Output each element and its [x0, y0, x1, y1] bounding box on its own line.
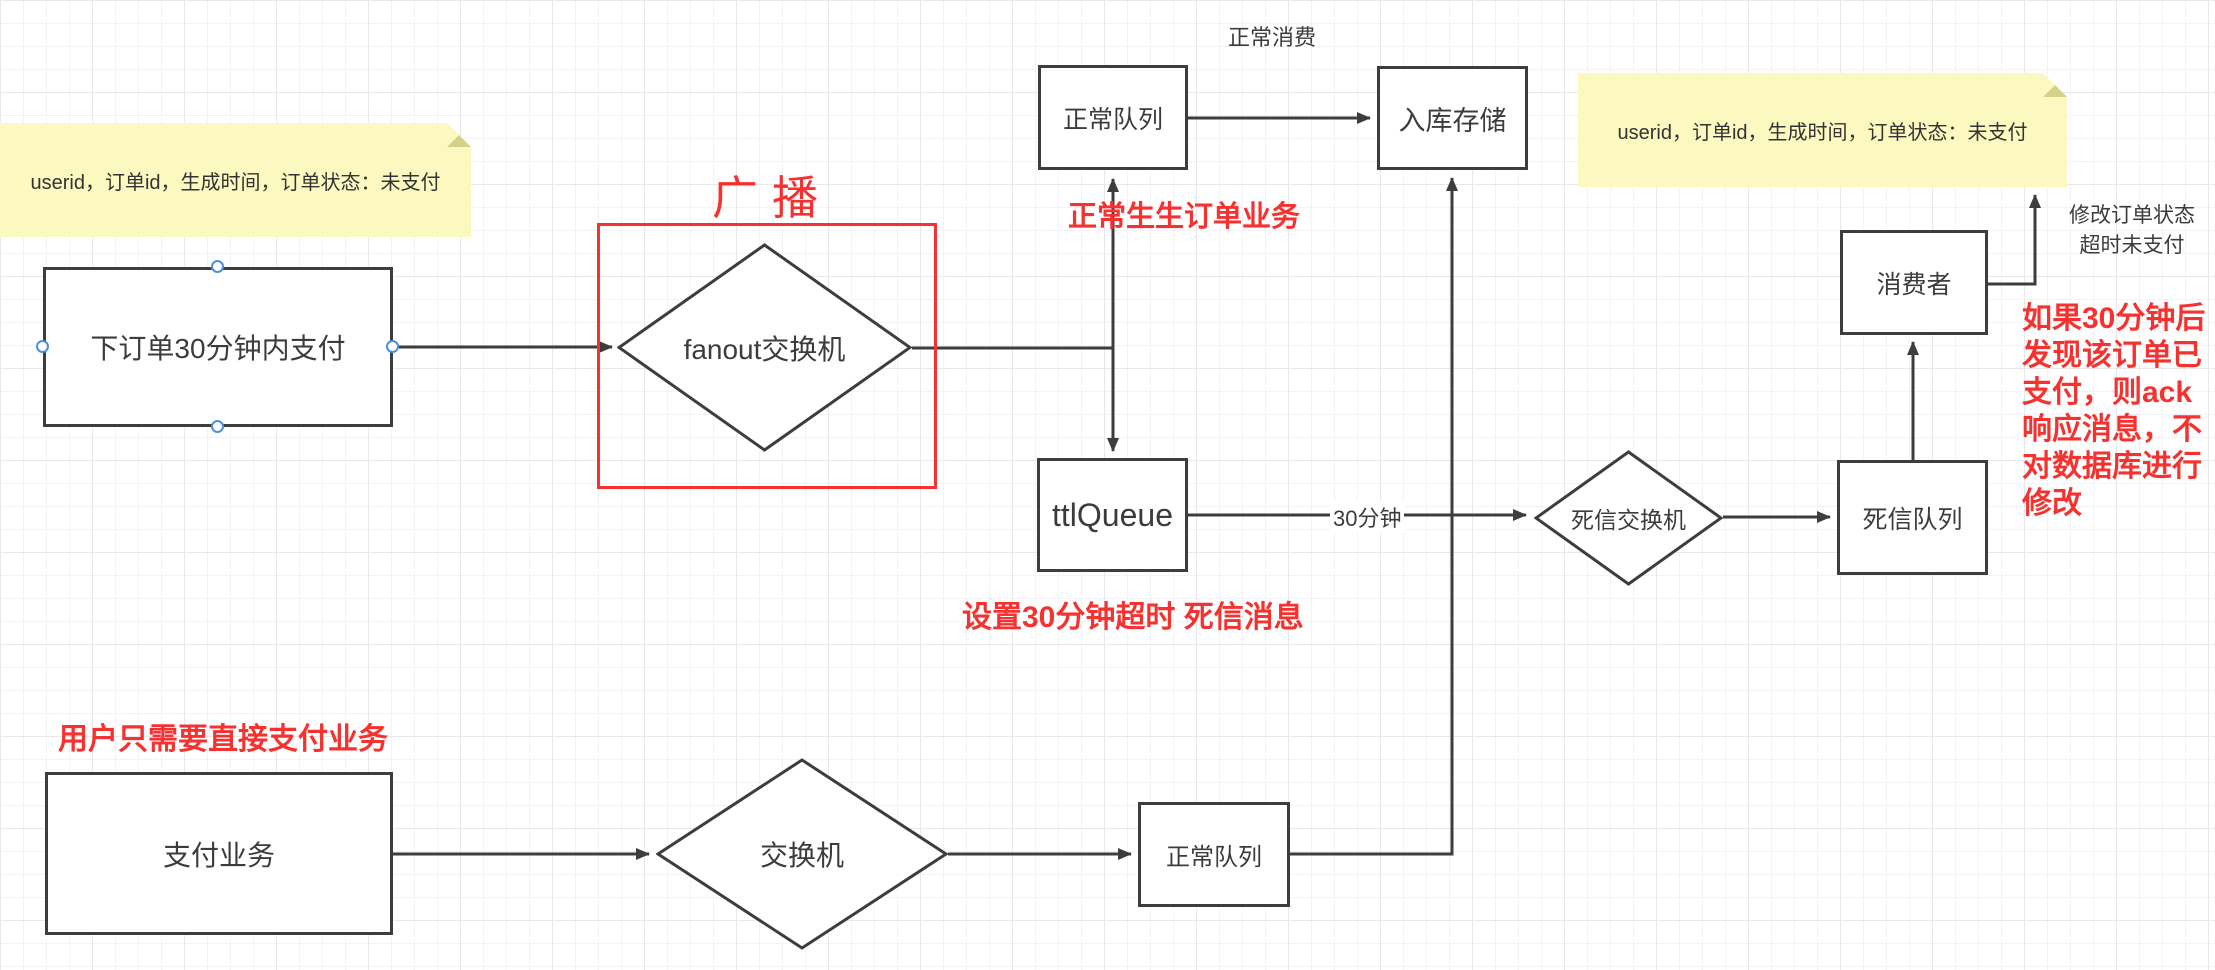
ttl-queue-label: ttlQueue [1052, 496, 1173, 533]
dead-letter-exchange-diamond[interactable]: 死信交换机 [1534, 450, 1723, 586]
ttl-queue-box[interactable]: ttlQueue [1037, 458, 1188, 572]
red-note-ack-block[interactable]: 如果30分钟后 发现该订单已 支付，则ack 响应消息，不 对数据库进行 修改 [2022, 300, 2205, 522]
normal-consume-label[interactable]: 正常消费 [1228, 25, 1317, 50]
consumer-box-label: 消费者 [1876, 270, 1952, 299]
normal-queue-bottom-label: 正常队列 [1166, 844, 1262, 871]
pay-box-label: 支付业务 [162, 839, 275, 871]
ack-line: 支付，则ack [2022, 376, 2193, 409]
pay-box[interactable]: 支付业务 [45, 772, 393, 935]
exchange-bottom-diamond[interactable]: 交换机 [656, 758, 948, 950]
wire-label-30min[interactable]: 30分钟 [1330, 501, 1405, 533]
broadcast-label[interactable]: 广播 [712, 171, 832, 225]
normal-queue-top-label: 正常队列 [1062, 105, 1163, 134]
dead-letter-queue-box[interactable]: 死信队列 [1837, 460, 1988, 575]
selection-handle-right[interactable] [386, 340, 399, 353]
selection-handle-top[interactable] [211, 260, 224, 273]
modify-status-line2: 超时未支付 [2079, 234, 2185, 258]
broadcast-frame[interactable] [597, 223, 937, 489]
red-note-user-pay[interactable]: 用户只需要直接支付业务 [58, 723, 388, 756]
order-box[interactable]: 下订单30分钟内支付 [43, 267, 393, 427]
selection-handle-left[interactable] [36, 340, 49, 353]
fanout-exchange-label: fanout交换机 [683, 333, 846, 365]
normal-queue-bottom-box[interactable]: 正常队列 [1138, 802, 1290, 907]
sticky-note-right[interactable]: userid，订单id，生成时间，订单状态：未支付 [1578, 73, 2067, 187]
ack-line: 如果30分钟后 [2022, 302, 2206, 335]
connector-normal-queue-bottom-to-storage[interactable] [1290, 177, 1458, 856]
dead-letter-queue-label: 死信队列 [1862, 505, 1963, 534]
consumer-box[interactable]: 消费者 [1840, 230, 1988, 335]
order-box-label: 下订单30分钟内支付 [90, 333, 346, 364]
sticky-note-left[interactable]: userid，订单id，生成时间，订单状态：未支付 [0, 123, 471, 237]
fanout-exchange-diamond[interactable]: fanout交换机 [617, 243, 912, 452]
sticky-note-right-text: userid，订单id，生成时间，订单状态：未支付 [1617, 121, 2028, 144]
sticky-note-left-text: userid，订单id，生成时间，订单状态：未支付 [30, 171, 441, 194]
dead-letter-exchange-label: 死信交换机 [1571, 507, 1686, 533]
ack-line: 修改 [2022, 487, 2082, 520]
selection-handle-bottom[interactable] [211, 420, 224, 433]
ack-line: 发现该订单已 [2022, 339, 2202, 372]
ack-line: 响应消息，不 [2022, 413, 2202, 446]
red-note-normal-order[interactable]: 正常生生订单业务 [1068, 201, 1301, 233]
storage-box-label: 入库存储 [1398, 105, 1507, 136]
normal-queue-top-box[interactable]: 正常队列 [1038, 65, 1188, 170]
storage-box[interactable]: 入库存储 [1377, 66, 1528, 170]
connector-consumer-to-note[interactable] [1988, 194, 2041, 286]
ack-line: 对数据库进行 [2022, 450, 2202, 483]
exchange-bottom-label: 交换机 [759, 840, 844, 871]
red-note-ttl-timeout[interactable]: 设置30分钟超时 死信消息 [962, 601, 1304, 634]
modify-status-line1: 修改订单状态 [2069, 204, 2195, 227]
modify-status-label[interactable]: 修改订单状态 超时未支付 [2052, 201, 2212, 262]
